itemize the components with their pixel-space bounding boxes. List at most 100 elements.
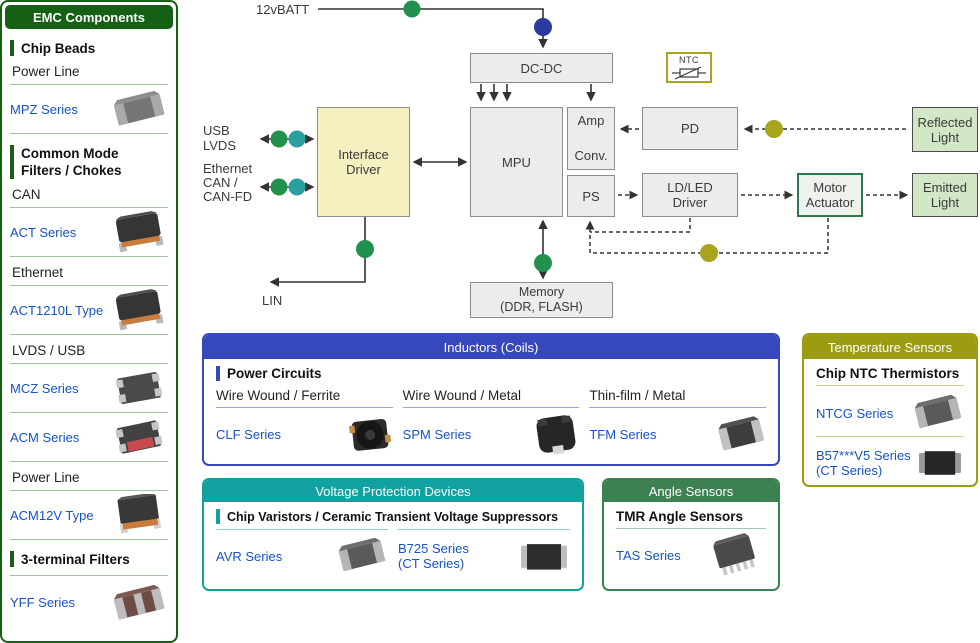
ntc-thermistor-symbol: NTC [666,52,712,83]
mpz-series-link[interactable]: MPZ Series [10,101,78,117]
act1210l-type-link[interactable]: ACT1210L Type [10,302,104,318]
node-dot-teal-usb [288,130,306,148]
sidebar-product-row: MPZ Series [10,85,168,134]
inductors-panel-header: Inductors (Coils) [204,335,778,359]
node-dot-green-ethernet [270,178,288,196]
block-ldled-driver: LD/LED Driver [642,173,738,217]
sidebar-category-lvds-usb: LVDS / USB [10,337,168,364]
node-dot-blue-dcdc [534,18,552,36]
voltage-protection-header: Voltage Protection Devices [204,480,582,502]
angle-sensors-header: Angle Sensors [604,480,778,502]
suppressor-column: B725 Series (CT Series) [398,529,570,578]
divider [402,407,580,408]
sidebar-product-row: MCZ Series [10,364,168,413]
wire-wound-metal-inductor-image [533,413,579,455]
inductor-column: Wire Wound / Metal SPM Series [402,386,590,456]
node-dot-olive-feedback [700,244,718,262]
ntc-thermistor-chip-image [912,395,964,431]
sidebar-category-can: CAN [10,181,168,208]
sidebar-category-power-line-2: Power Line [10,464,168,491]
block-dcdc: DC-DC [470,53,613,83]
temperature-sensors-header: Temperature Sensors [804,335,976,359]
clf-series-link[interactable]: CLF Series [216,426,282,442]
node-dot-teal-ethernet [288,178,306,196]
wire-motor-feedback [590,218,829,254]
b57-v5-series-link[interactable]: B57***V5 Series (CT Series) [816,448,911,478]
ntc-label: NTC [679,54,699,65]
common-mode-choke-image [110,211,168,253]
inductor-category: Thin-film / Metal [589,388,686,403]
divider [816,385,964,386]
block-reflected-light: Reflected Light [912,107,978,152]
wire-batt-to-dcdc [318,8,548,49]
voltage-protection-panel: Voltage Protection Devices Chip Varistor… [202,478,584,591]
section-label: Power Circuits [227,366,322,381]
b725-series-link[interactable]: B725 Series (CT Series) [398,541,469,571]
acm12v-type-link[interactable]: ACM12V Type [10,507,94,523]
block-mpu: MPU [470,107,563,217]
emc-components-panel: EMC Components Chip Beads Power Line MPZ… [0,0,178,643]
section-bar [216,366,220,381]
node-dot-green-lin [356,240,374,258]
node-dot-olive-pd [765,120,783,138]
section-label: Chip Beads [21,40,96,56]
label-12vbatt: 12vBATT [256,2,310,17]
amp-label: Amp [577,113,605,128]
divider [589,407,767,408]
yff-series-link[interactable]: YFF Series [10,595,76,610]
wire-wound-ferrite-inductor-image [347,413,393,455]
act-series-link[interactable]: ACT Series [10,224,77,240]
chip-varistors-heading: Chip Varistors / Ceramic Transient Volta… [216,509,570,524]
section-bar [216,509,220,524]
block-memory: Memory (DDR, FLASH) [470,282,613,318]
block-ps: PS [567,175,615,217]
chip-ntc-thermistors-heading: Chip NTC Thermistors [816,366,960,381]
avr-series-link[interactable]: AVR Series [216,548,283,564]
section-bar [10,40,14,56]
ferrite-bead-chip-image [110,89,168,129]
sidebar-section-common-mode: Common Mode Filters / Chokes [10,145,168,179]
section-bar [10,551,14,567]
node-dot-green-memory [534,254,552,272]
inductors-panel: Inductors (Coils) Power Circuits Wire Wo… [202,333,780,466]
sidebar-product-row: ACT1210L Type [10,286,168,335]
tfm-series-link[interactable]: TFM Series [589,426,657,442]
power-circuits-heading: Power Circuits [216,366,766,381]
label-lin: LIN [262,293,283,308]
node-dot-green-batt [403,0,421,18]
tas-series-link[interactable]: TAS Series [616,547,681,563]
sidebar-category-ethernet: Ethernet [10,259,168,286]
sidebar-product-row: ACM12V Type [10,491,168,540]
sidebar-product-row: ACM Series [10,413,168,462]
thin-film-inductor-chip-image [716,414,766,454]
section-label: Chip Varistors / Ceramic Transient Volta… [227,509,559,524]
common-mode-filter-red-image [110,417,168,457]
block-emitted-light: Emitted Light [912,173,978,217]
temperature-sensors-panel: Temperature Sensors Chip NTC Thermistors… [802,333,978,487]
spm-series-link[interactable]: SPM Series [402,426,472,442]
varistor-column: AVR Series [216,529,398,578]
inductor-category: Wire Wound / Metal [402,388,521,403]
inductor-column: Wire Wound / Ferrite CLF Series [216,386,403,456]
sidebar-category-power-line: Power Line [10,58,168,85]
chip-varistor-image [336,538,388,574]
ntc-thermistor-black-image [916,447,964,479]
divider [216,407,393,408]
node-dot-green-usb [270,130,288,148]
label-usb-lvds: USB LVDS [203,123,236,153]
section-label: Common Mode Filters / Chokes [21,146,122,178]
sidebar-product-row: YFF Series [10,578,168,627]
mcz-series-link[interactable]: MCZ Series [10,380,79,396]
thermistor-icon [672,65,706,80]
ntcg-series-link[interactable]: NTCG Series [816,405,894,421]
section-bar [10,145,14,179]
wire-driver-lin [269,217,366,287]
sidebar-section-chip-beads: Chip Beads [10,40,168,56]
inductor-category: Wire Wound / Ferrite [216,388,341,403]
acm-series-link[interactable]: ACM Series [10,429,80,445]
conv-label: Conv. [574,148,608,163]
block-motor-actuator: Motor Actuator [797,173,863,217]
sidebar-product-row: ACT Series [10,208,168,257]
block-interface-driver: Interface Driver [317,107,410,217]
